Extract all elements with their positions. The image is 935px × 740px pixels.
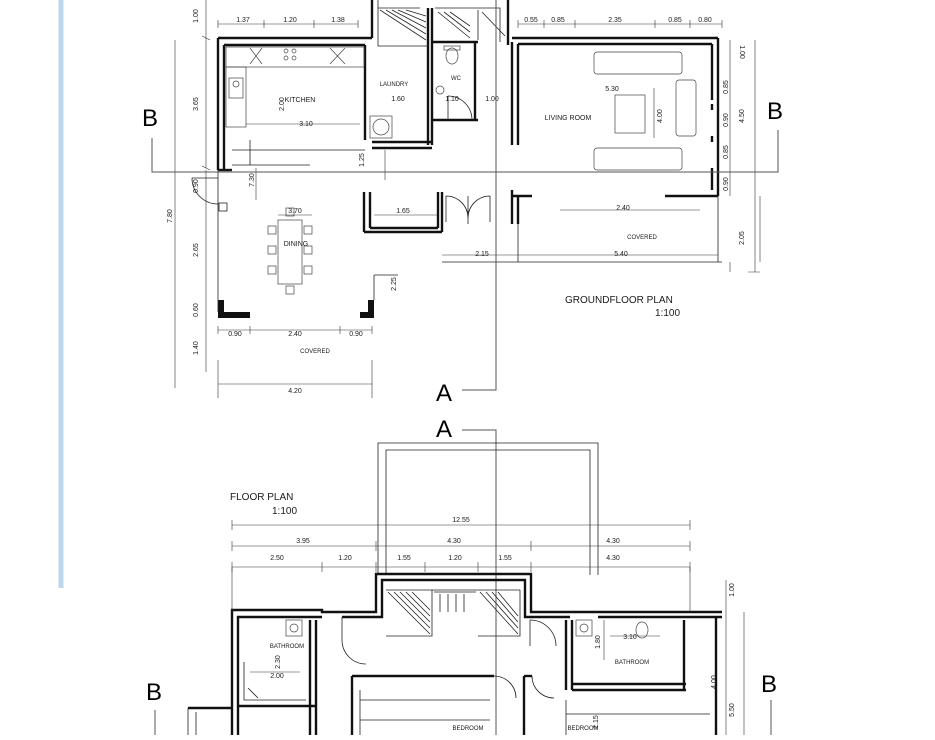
room-label-wc: WC (451, 76, 462, 82)
dim-label: 1.40 (193, 341, 200, 355)
dim-label: 4.30 (606, 555, 620, 562)
dim-label: 2.15 (593, 715, 600, 729)
dim-label: 4.30 (447, 538, 461, 545)
dim-label: 0.60 (193, 303, 200, 317)
floor-plan: FLOOR PLAN 1:100 12.55 3.95 4.30 4.30 2.… (187, 442, 745, 735)
room-label-bedroom-mid: BEDROOM (452, 726, 483, 732)
ground-labels: KITCHEN LAUNDRY WC LIVING ROOM DINING CO… (167, 9, 746, 395)
dim-label: 2.40 (616, 205, 630, 212)
section-label-b: B (767, 98, 783, 125)
ground-dimension-lines (174, 0, 761, 398)
dim-label: 1.20 (338, 555, 352, 562)
dim-label: 1.00 (729, 583, 736, 597)
dim-label: 3.10 (299, 121, 313, 128)
dim-label: 2.30 (275, 655, 282, 669)
dim-label: 1.00 (485, 96, 499, 103)
dim-label: 1.20 (283, 17, 297, 24)
dim-label: 0.85 (723, 80, 730, 94)
floor-fixtures (187, 589, 710, 735)
plan-title-floor: FLOOR PLAN (230, 492, 293, 503)
dim-label: 1.80 (595, 635, 602, 649)
section-label-b: B (142, 105, 158, 132)
plan-scale-groundfloor: 1:100 (655, 308, 680, 319)
dim-label: 1.60 (391, 96, 405, 103)
dim-label: 3.70 (288, 208, 302, 215)
dim-label: 0.90 (723, 113, 730, 127)
dim-label: 2.25 (391, 277, 398, 291)
dim-label: 2.05 (739, 231, 746, 245)
dim-label: 2.35 (608, 17, 622, 24)
dim-label: 5.40 (614, 251, 628, 258)
dim-label: 4.50 (739, 109, 746, 123)
ground-walls (216, 0, 720, 318)
dim-label: 1.10 (445, 96, 459, 103)
dim-label: 1.55 (498, 555, 512, 562)
plan-scale-floor: 1:100 (272, 506, 297, 517)
dim-label: 0.90 (723, 177, 730, 191)
dim-label: 5.30 (605, 86, 619, 93)
dim-label: 7.80 (167, 209, 174, 223)
section-label-b: B (761, 671, 777, 698)
dim-label: 1.65 (396, 208, 410, 215)
dim-label: 1.00 (738, 45, 745, 59)
dim-label: 3.95 (296, 538, 310, 545)
room-label-kitchen: KITCHEN (285, 97, 316, 104)
dim-label: 1.25 (359, 153, 366, 167)
room-label-covered-left: COVERED (300, 349, 330, 355)
dim-label: 0.90 (193, 179, 200, 193)
dim-label: 1.55 (397, 555, 411, 562)
ground-guides (217, 140, 722, 312)
dim-label: 4.00 (657, 109, 664, 123)
dim-label: 0.55 (524, 17, 538, 24)
section-label-a: A (436, 380, 452, 407)
dim-label: 0.80 (698, 17, 712, 24)
dim-label: 2.65 (193, 243, 200, 257)
dim-label: 2.40 (288, 331, 302, 338)
dim-label: 2.00 (270, 673, 284, 680)
room-label-bedroom-right: BEDROOM (567, 726, 598, 732)
section-label-a: A (436, 416, 452, 443)
dim-label: 4.30 (606, 538, 620, 545)
section-label-b: B (146, 679, 162, 706)
floor-labels: FLOOR PLAN 1:100 12.55 3.95 4.30 4.30 2.… (230, 492, 736, 732)
dim-label: 2.00 (279, 97, 286, 111)
dim-label: 0.90 (349, 331, 363, 338)
ground-doors (191, 95, 491, 224)
room-label-bathroom-right: BATHROOM (615, 660, 649, 666)
room-label-bathroom-left: BATHROOM (270, 644, 304, 650)
section-markers: B B A A B B (142, 0, 783, 735)
floor-walls (188, 572, 722, 735)
plan-title-groundfloor: GROUNDFLOOR PLAN (565, 295, 673, 306)
dim-label: 7.30 (249, 173, 256, 187)
room-label-covered-right: COVERED (627, 235, 657, 241)
dim-label: 1.00 (193, 9, 200, 23)
dim-label: 12.55 (452, 517, 470, 524)
ground-furniture (225, 45, 697, 295)
room-label-laundry: LAUNDRY (380, 82, 409, 88)
dim-label: 0.85 (723, 145, 730, 159)
dim-label: 0.90 (228, 331, 242, 338)
dim-label: 1.38 (331, 17, 345, 24)
dim-label: 3.65 (193, 97, 200, 111)
room-label-dining: DINING (284, 241, 309, 248)
dim-label: 4.20 (288, 388, 302, 395)
dim-label: 1.37 (236, 17, 250, 24)
groundfloor-plan: KITCHEN LAUNDRY WC LIVING ROOM DINING CO… (167, 0, 761, 398)
dim-label: 0.85 (668, 17, 682, 24)
ground-stairs (377, 0, 506, 47)
dim-label: 4.00 (711, 675, 718, 689)
dim-label: 2.50 (270, 555, 284, 562)
dim-label: 2.15 (475, 251, 489, 258)
floor-dimension-lines (231, 520, 745, 735)
dim-label: 3.10 (623, 634, 637, 641)
dim-label: 0.85 (551, 17, 565, 24)
dim-label: 1.20 (448, 555, 462, 562)
room-label-living-room: LIVING ROOM (545, 115, 592, 122)
dim-label: 5.50 (729, 703, 736, 717)
